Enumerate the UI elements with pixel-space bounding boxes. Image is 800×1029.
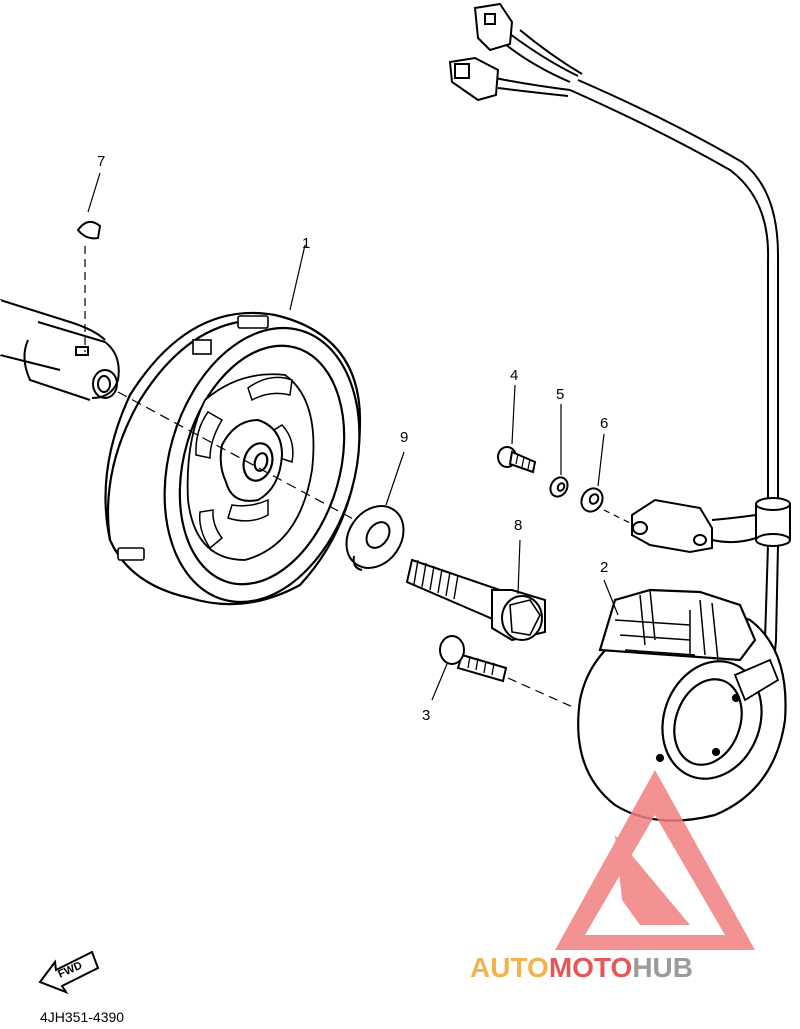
watermark-auto: AUTO xyxy=(470,952,549,983)
connector-lower xyxy=(448,56,500,102)
diagram-code: 4JH351-4390 xyxy=(40,1009,125,1025)
watermark-logo: AUTOMOTOHUB xyxy=(470,770,755,983)
stator-assembly xyxy=(577,579,787,822)
callout-9: 9 xyxy=(400,429,408,446)
callout-4: 4 xyxy=(510,367,518,384)
connector-top xyxy=(473,2,514,52)
clamp-screw xyxy=(497,384,537,474)
grommet xyxy=(755,497,791,547)
callout-8: 8 xyxy=(514,517,522,534)
watermark-hub: HUB xyxy=(632,952,693,983)
assembly-axis-line xyxy=(117,391,356,521)
wiring-harness xyxy=(494,29,779,691)
washer xyxy=(345,451,405,571)
woodruff-key xyxy=(76,172,102,352)
callout-7: 7 xyxy=(97,153,105,170)
callout-6: 6 xyxy=(600,415,608,432)
watermark-text: AUTOMOTOHUB xyxy=(470,952,693,983)
callout-3: 3 xyxy=(422,707,430,724)
plain-washer xyxy=(580,433,631,524)
callout-5: 5 xyxy=(556,386,564,403)
watermark-moto: MOTO xyxy=(549,952,632,983)
spring-washer xyxy=(549,404,569,498)
harness-clamp xyxy=(631,498,757,554)
callout-1: 1 xyxy=(302,235,310,252)
stator-screw xyxy=(431,635,576,709)
flywheel-rotor xyxy=(104,244,362,606)
crankshaft-end xyxy=(0,299,120,401)
flywheel-bolt xyxy=(405,539,546,642)
fwd-arrow-icon: FWD xyxy=(38,950,100,995)
callout-2: 2 xyxy=(600,559,608,576)
